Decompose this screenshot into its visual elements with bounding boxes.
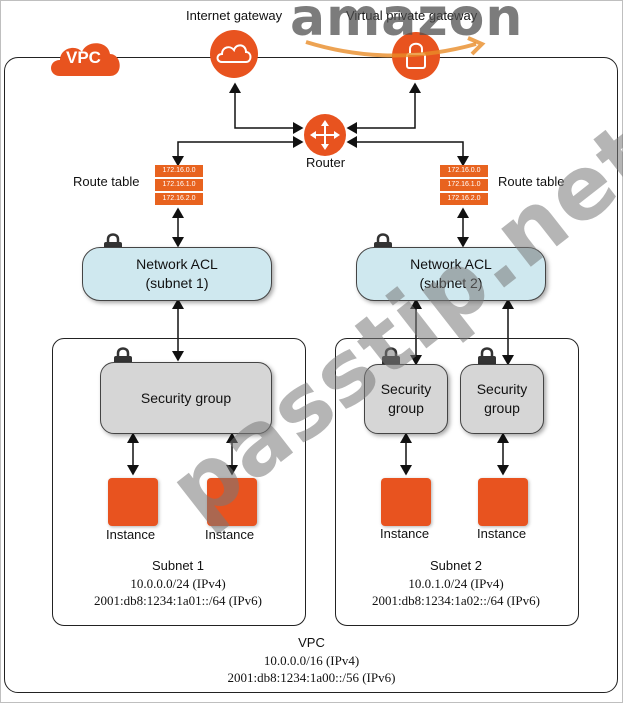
- subnet-2-boundary: [335, 338, 579, 626]
- security-group-subnet-2-a: Security group: [364, 364, 448, 434]
- security-group-label: group: [484, 400, 520, 416]
- subnet-2-ipv4: 10.0.1.0/24 (IPv4): [408, 576, 504, 591]
- route-entry: 172.16.1.0: [440, 179, 488, 191]
- acl-subnet-label: (subnet 2): [419, 275, 483, 291]
- security-group-subnet-2-b: Security group: [460, 364, 544, 434]
- vpc-cloud-icon: [51, 43, 120, 76]
- subnet-1-ipv4: 10.0.0.0/24 (IPv4): [130, 576, 226, 591]
- route-entry: 172.16.2.0: [440, 193, 488, 205]
- route-table-left-label: Route table: [73, 174, 140, 189]
- vpc-badge-label: VPC: [66, 48, 101, 67]
- subnet-1-name: Subnet 1: [151, 558, 205, 573]
- subnet-2-name: Subnet 2: [429, 558, 483, 573]
- route-entry: 172.16.1.0: [155, 179, 203, 191]
- router-label: Router: [306, 155, 346, 170]
- network-acl-subnet-2: Network ACL (subnet 2): [356, 247, 546, 301]
- acl-subnet-label: (subnet 1): [145, 275, 209, 291]
- vpc-boundary: [4, 57, 618, 693]
- instance-label: Instance: [477, 526, 527, 541]
- security-group-label: group: [388, 400, 424, 416]
- instance-label: Instance: [106, 527, 156, 542]
- route-table-right-label: Route table: [498, 174, 565, 189]
- security-group-label: Security: [380, 381, 432, 397]
- router-icon: [304, 114, 346, 156]
- route-table-right: 172.16.0.0 172.16.1.0 172.16.2.0: [440, 165, 488, 207]
- subnet-2-ipv6: 2001:db8:1234:1a02::/64 (IPv6): [372, 593, 540, 608]
- internet-gateway-icon: [210, 30, 258, 78]
- security-group-subnet-1: Security group: [100, 362, 272, 434]
- instance-label: Instance: [205, 527, 255, 542]
- vpc-ipv4: 10.0.0.0/16 (IPv4): [263, 653, 360, 668]
- security-group-label: Security: [476, 381, 528, 397]
- network-acl-subnet-1: Network ACL (subnet 1): [82, 247, 272, 301]
- internet-gateway-label: Internet gateway: [186, 8, 283, 23]
- amazon-watermark: amazon: [290, 0, 524, 48]
- route-entry: 172.16.0.0: [155, 165, 203, 177]
- instance-icon: [381, 478, 431, 526]
- instance-label: Instance: [380, 526, 430, 541]
- instance-icon: [478, 478, 528, 526]
- acl-label: Network ACL: [136, 256, 218, 272]
- route-entry: 172.16.0.0: [440, 165, 488, 177]
- vpc-name: VPC: [298, 635, 325, 650]
- route-table-left: 172.16.0.0 172.16.1.0 172.16.2.0: [155, 165, 203, 207]
- subnet-1-ipv6: 2001:db8:1234:1a01::/64 (IPv6): [94, 593, 262, 608]
- security-group-label: Security group: [140, 389, 232, 406]
- instance-icon: [207, 478, 257, 526]
- route-entry: 172.16.2.0: [155, 193, 203, 205]
- instance-icon: [108, 478, 158, 526]
- amazon-smile-icon: [305, 36, 486, 58]
- subnet-1-boundary: [52, 338, 306, 626]
- acl-label: Network ACL: [410, 256, 492, 272]
- vpc-ipv6: 2001:db8:1234:1a00::/56 (IPv6): [227, 670, 396, 685]
- virtual-private-gateway-label: Virtual private gateway: [346, 8, 478, 23]
